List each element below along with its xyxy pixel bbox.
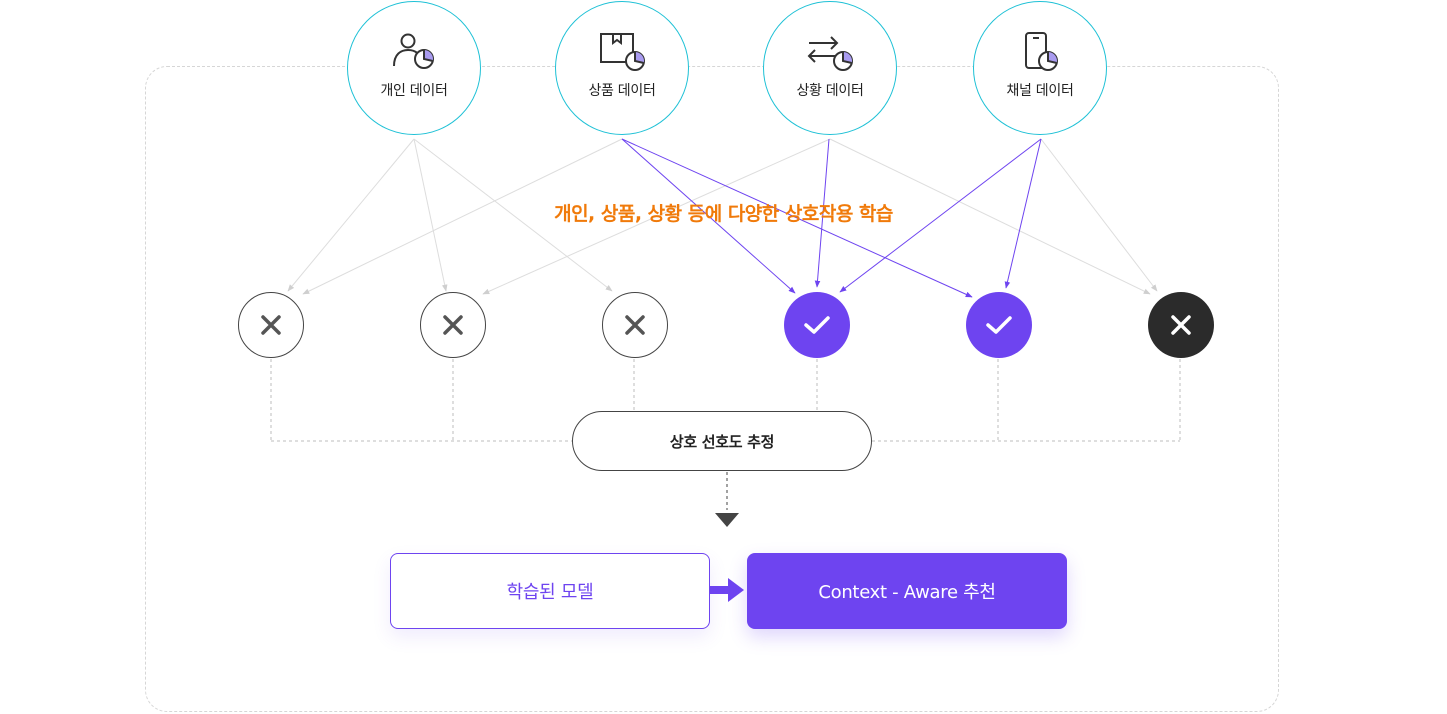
down-arrow-head: [715, 513, 739, 527]
reject-node: [420, 292, 486, 358]
edge-gray: [482, 138, 831, 295]
edge-gray: [302, 138, 623, 295]
source-context-data: 상황 데이터: [763, 1, 897, 135]
accept-node: [784, 292, 850, 358]
diagram-frame: [145, 66, 1279, 712]
edge-gray: [413, 138, 613, 292]
edge-gray: [413, 138, 448, 292]
source-channel-data: 채널 데이터: [973, 1, 1107, 135]
box-chart-icon: [600, 33, 645, 71]
edge-gray: [1040, 138, 1158, 292]
edge-accent: [839, 138, 1042, 293]
interaction-learning-label: 개인, 상품, 상황 등에 다양한 상호작용 학습: [554, 203, 893, 225]
reject-node: [602, 292, 668, 358]
source-personal-data: 개인 데이터: [347, 1, 481, 135]
exchange-chart-icon: [807, 36, 853, 71]
edge-accent: [621, 138, 973, 298]
source-label: 채널 데이터: [1006, 83, 1074, 99]
x-icon: [625, 315, 645, 335]
edge-gray: [829, 138, 1151, 295]
edge-gray: [287, 138, 415, 292]
reject-node: [238, 292, 304, 358]
check-icon: [986, 316, 1012, 334]
reject-node-dark: [1148, 292, 1214, 358]
right-arrow-shaft: [710, 586, 730, 594]
x-icon: [261, 315, 281, 335]
source-label: 개인 데이터: [380, 83, 448, 99]
phone-chart-icon: [1025, 32, 1058, 71]
source-label: 상황 데이터: [796, 83, 864, 99]
source-label: 상품 데이터: [588, 83, 656, 99]
edge-accent: [621, 138, 796, 294]
person-chart-icon: [393, 33, 434, 69]
x-icon: [1171, 315, 1191, 335]
source-product-data: 상품 데이터: [555, 1, 689, 135]
context-aware-recommendation-box: Context - Aware 추천: [747, 553, 1067, 629]
trained-model-box: 학습된 모델: [390, 553, 710, 629]
x-icon: [443, 315, 463, 335]
accept-node: [966, 292, 1032, 358]
right-arrow-head: [728, 578, 744, 602]
edge-accent: [814, 138, 830, 288]
preference-estimation-box: 상호 선호도 추정: [572, 411, 872, 471]
check-icon: [804, 316, 830, 334]
edge-accent: [1004, 138, 1042, 289]
